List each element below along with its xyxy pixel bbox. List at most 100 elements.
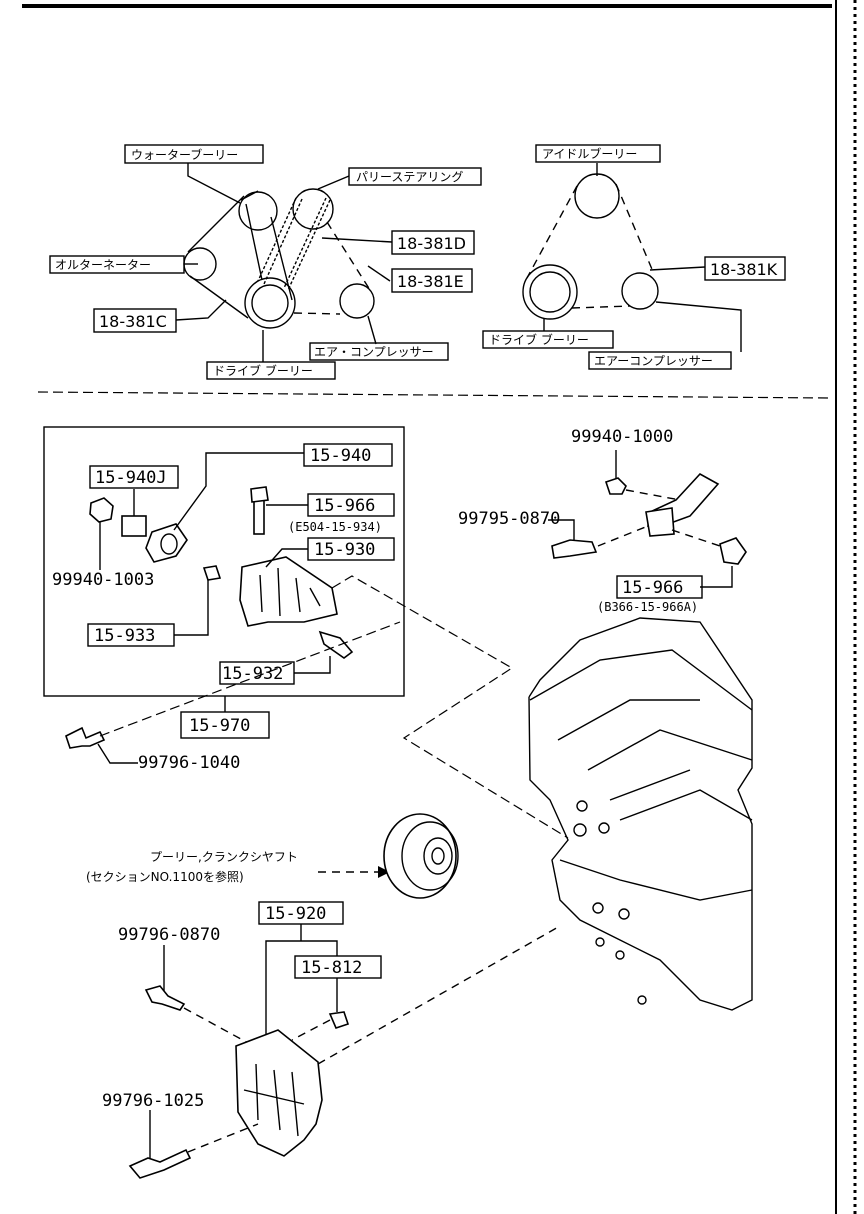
leader-ac-r — [655, 301, 742, 352]
belt-diagram-right: アイドルブーリー 18-381K ドライブ ブーリー エアーコンプレッサー — [482, 144, 786, 370]
label-alternator: オルターネーター — [55, 258, 151, 272]
engine-hole-1 — [576, 800, 588, 812]
label-15-966: 15-966 — [314, 496, 375, 516]
bracket-base — [645, 507, 675, 537]
pulley-note-line2: (セクションNO.1100を参照) — [86, 869, 244, 884]
drive-pulley-outer — [522, 264, 578, 320]
bracket-section: 15-940 15-940J 15-966 (E504-15-934) 15-9… — [43, 426, 569, 839]
label-box-drive — [206, 361, 336, 380]
leader-99795-0870 — [548, 519, 575, 542]
leader-15-940 — [173, 452, 304, 531]
engine-hole-6 — [595, 937, 605, 947]
label-15-812: 15-812 — [301, 958, 362, 978]
label-box-alternator — [49, 255, 185, 274]
mount-line-lower — [317, 925, 561, 1065]
label-ps: パリーステアリング — [356, 170, 463, 184]
spacer-part — [121, 515, 147, 537]
belt-e — [293, 221, 371, 315]
label-box-water-pump — [124, 144, 264, 164]
bracket-15-920-detail — [243, 1063, 305, 1137]
label-box-15-966 — [307, 493, 395, 517]
bolt-1025-link — [187, 1123, 259, 1153]
label-box-ac — [309, 342, 449, 361]
engine-block — [528, 617, 753, 1011]
pulley-note-line1: プーリー,クランクシヤフト — [150, 850, 298, 864]
label-box-ps — [348, 167, 482, 186]
drive-pulley-inner — [529, 271, 571, 313]
nut-link — [625, 489, 681, 501]
grommet-15-933 — [202, 565, 222, 581]
label-water-pump: ウォーターブーリー — [131, 147, 238, 162]
crank-drive-pulley-inner — [251, 284, 289, 322]
crankshaft-pulley — [383, 813, 459, 899]
label-18381k: 18-381K — [710, 260, 778, 279]
label-15-966-r-note: (B366-15-966A) — [597, 600, 698, 614]
bolt-99796-1025 — [128, 1148, 192, 1179]
engine-hole-5 — [618, 908, 630, 920]
ac-compressor-pulley — [339, 283, 375, 319]
bolt-15-932 — [318, 630, 354, 659]
bolt-link — [597, 525, 649, 547]
label-box-15-930 — [307, 537, 395, 561]
section-divider — [37, 391, 831, 399]
label-15-932: 15-932 — [222, 664, 283, 684]
label-15-930: 15-930 — [314, 540, 375, 560]
stud-link — [671, 529, 721, 547]
bushing-15-812 — [328, 1011, 350, 1029]
label-15-940: 15-940 — [310, 446, 371, 466]
label-box-18381d — [391, 230, 475, 255]
leader-ac — [367, 315, 377, 345]
belt-d — [257, 197, 303, 285]
bolt-99796-1040 — [65, 726, 106, 749]
nut-99940-1000 — [604, 477, 627, 495]
label-99940-1000: 99940-1000 — [571, 427, 673, 447]
label-box-drive-r — [482, 330, 614, 349]
water-pump-pulley — [238, 191, 278, 231]
label-box-18381c — [93, 308, 177, 333]
idler-pulley — [574, 173, 620, 219]
label-idler: アイドルブーリー — [542, 146, 637, 161]
leader-water-pump — [187, 163, 241, 204]
engine-hole-8 — [637, 995, 647, 1005]
leader-18381d — [321, 237, 393, 243]
leader-18381k — [649, 266, 706, 271]
bushing-link — [291, 1019, 331, 1041]
engine-hole-4 — [592, 902, 604, 914]
engine-head-lines — [529, 649, 753, 901]
leader-15-932 — [294, 656, 331, 674]
leader-15-920 — [265, 924, 338, 1060]
label-box-15-940j — [89, 465, 179, 489]
label-15-940j: 15-940J — [95, 468, 167, 488]
label-ac: エア・コンプレッサー — [314, 345, 434, 359]
label-box-idler — [535, 144, 661, 163]
label-drive-r: ドライブ ブーリー — [489, 332, 589, 347]
engine-hole-7 — [615, 950, 625, 960]
engine-outline — [528, 617, 753, 1011]
leader-18381e — [367, 265, 391, 282]
label-box-15-932 — [219, 661, 295, 685]
ac-pulley — [621, 272, 659, 310]
label-ac-r: エアーコンプレッサー — [594, 354, 713, 368]
label-18381d: 18-381D — [397, 234, 466, 253]
lower-section: プーリー,クランクシヤフト (セクションNO.1100を参照) 15-920 1… — [86, 813, 561, 1179]
label-99940-1003: 99940-1003 — [52, 570, 154, 590]
label-18381c: 18-381C — [99, 312, 167, 331]
bolt-99795-0870 — [551, 539, 598, 559]
bracket-mount-line — [99, 575, 569, 839]
leader-99796-1040 — [97, 743, 138, 764]
bolt-99796-0870 — [144, 985, 186, 1011]
engine-hole-3 — [573, 823, 587, 837]
label-box-15-933 — [87, 623, 175, 647]
label-15-966-note: (E504-15-934) — [288, 520, 382, 534]
nut-99940-1003 — [89, 497, 114, 523]
leader-ps — [317, 175, 350, 190]
belt-c — [187, 190, 293, 319]
pulley-bore — [160, 533, 178, 555]
label-15-970: 15-970 — [189, 716, 250, 736]
label-box-15-940 — [303, 443, 393, 467]
pulley-arrowhead — [378, 866, 390, 878]
label-99796-1040: 99796-1040 — [138, 753, 240, 773]
label-box-15-970 — [180, 711, 270, 739]
label-box-15-966-r — [616, 575, 703, 599]
bolt-head-15-966 — [250, 486, 269, 503]
